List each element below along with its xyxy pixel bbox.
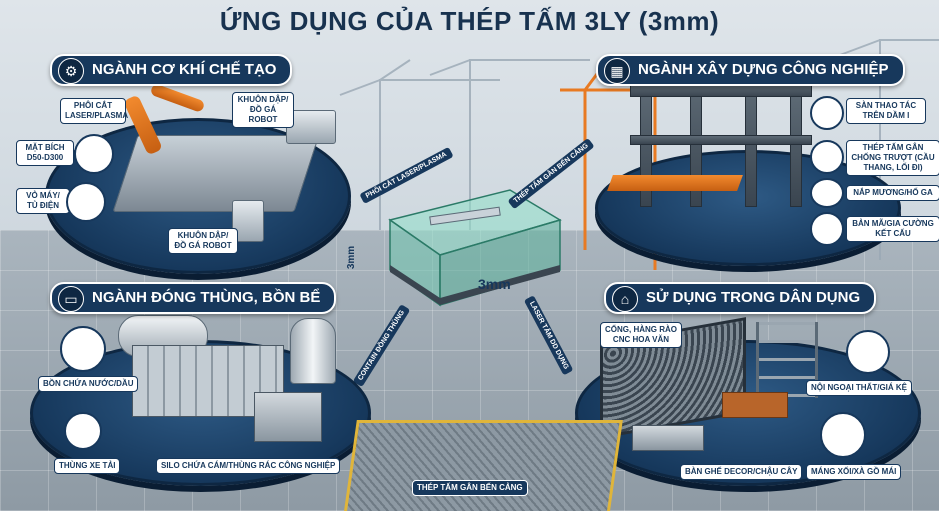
label-furniture: NỘI NGOẠI THẤT/GIÁ KỆ xyxy=(806,380,912,396)
truck-box-icon xyxy=(64,412,102,450)
gusset-icon xyxy=(810,212,844,246)
checker-plate-floor xyxy=(343,420,623,511)
civil-title: SỬ DỤNG TRONG DÂN DỤNG xyxy=(646,289,861,306)
truck-icon: ▭ xyxy=(58,286,84,312)
label-flange: MẶT BÍCH D50-D300 xyxy=(16,140,74,166)
page-title: ỨNG DỤNG CỦA THÉP TẤM 3LY (3mm) xyxy=(219,6,720,36)
label-trench-cover: NẮP MƯƠNG/HỐ GA xyxy=(846,185,939,201)
label-gutter: MÁNG XỐI/XÀ GỒ MÁI xyxy=(806,464,902,480)
label-anti-slip: THÉP TẤM GÂN CHỐNG TRƯỢT (CẦU THANG, LỐI… xyxy=(846,140,939,176)
trench-cover-icon xyxy=(810,178,844,208)
mech-title: NGÀNH CƠ KHÍ CHẾ TẠO xyxy=(92,61,277,78)
steel-beam xyxy=(630,85,812,97)
platform-icon xyxy=(810,96,844,130)
label-laser-blank: PHÔI CẮT LASER/PLASMA xyxy=(60,98,128,124)
steel-column xyxy=(790,90,802,207)
orange-deck xyxy=(607,175,743,191)
civil-banner: ⌂ SỬ DỤNG TRONG DÂN DỤNG xyxy=(604,282,877,314)
furniture-icon xyxy=(846,330,890,374)
plate-side-label: 3mm xyxy=(346,245,358,270)
industrial-bin xyxy=(254,392,322,442)
stamping-mold xyxy=(286,110,336,144)
water-tank-icon xyxy=(60,326,106,372)
enclosure-icon xyxy=(66,182,106,222)
anti-slip-icon xyxy=(810,140,844,174)
decor-table xyxy=(722,392,788,418)
label-gusset: BẢN MÃ/GIA CƯỜNG KẾT CẤU xyxy=(846,216,939,242)
label-platform: SÀN THAO TÁC TRÊN DẦM I xyxy=(846,98,926,124)
label-truck-box: THÙNG XE TẢI xyxy=(54,458,121,474)
label-floor: THÉP TẤM GÂN BẾN CẢNG xyxy=(412,480,528,496)
label-mold-robot-bottom: KHUÔN DẬP/ ĐỒ GÁ ROBOT xyxy=(168,228,238,254)
gutter-icon xyxy=(820,412,866,458)
build-title: NGÀNH XÂY DỰNG CÔNG NGHIỆP xyxy=(638,61,889,78)
label-decor: BÀN GHẾ DECOR/CHẬU CÂY xyxy=(680,464,803,480)
label-enclosure: VỎ MÁY/ TỦ ĐIỆN xyxy=(16,188,70,214)
label-water-tank: BỒN CHỨA NƯỚC/DẦU xyxy=(38,376,139,392)
steel-beam xyxy=(630,135,812,145)
gear-icon: ⚙ xyxy=(58,58,84,84)
label-mold-robot-top: KHUÔN DẬP/ ĐỒ GÁ ROBOT xyxy=(232,92,294,128)
tank-title: NGÀNH ĐÓNG THÙNG, BỒN BỂ xyxy=(92,289,321,306)
flange-icon xyxy=(74,134,114,174)
control-cabinet xyxy=(232,200,264,242)
center-plate xyxy=(388,189,562,307)
build-banner: ▦ NGÀNH XÂY DỰNG CÔNG NGHIỆP xyxy=(596,54,905,86)
planter xyxy=(632,425,704,451)
house-icon: ⌂ xyxy=(612,286,638,312)
plate-thickness-label: 3mm xyxy=(478,276,511,292)
label-cnc-gate: CỔNG, HÀNG RÀO CNC HOA VĂN xyxy=(600,322,682,348)
label-silo: SILO CHỨA CÁM/THÙNG RÁC CÔNG NGHIỆP xyxy=(156,458,341,474)
silo-tank xyxy=(290,318,336,384)
mech-banner: ⚙ NGÀNH CƠ KHÍ CHẾ TẠO xyxy=(50,54,293,86)
tank-banner: ▭ NGÀNH ĐÓNG THÙNG, BỒN BỂ xyxy=(50,282,337,314)
building-icon: ▦ xyxy=(604,58,630,84)
